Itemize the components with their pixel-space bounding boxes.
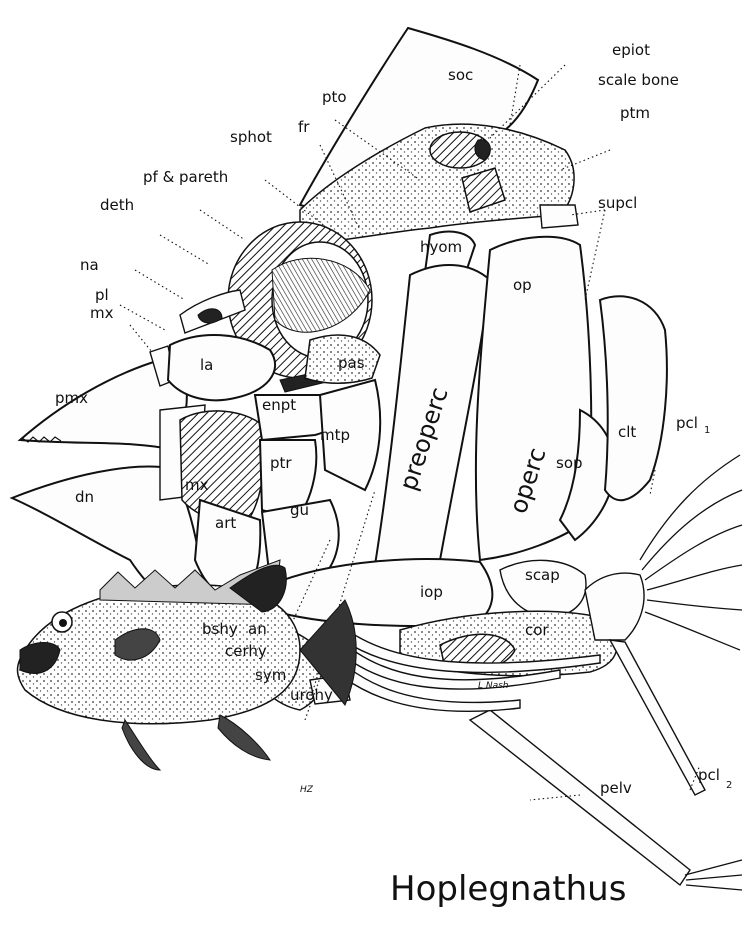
label-pas: pas: [338, 354, 365, 372]
label-hyom: hyom: [420, 238, 462, 256]
label-scale-bone: scale bone: [598, 71, 679, 89]
label-pmx: pmx: [55, 389, 88, 407]
pelv-rod: [470, 710, 690, 885]
label-cor: cor: [525, 621, 549, 639]
inset-signature: HZ: [300, 785, 314, 795]
label-pto: pto: [322, 88, 347, 106]
label-art: art: [215, 514, 236, 532]
label-pcl1-sub: 1: [704, 425, 710, 436]
label-soc: soc: [448, 66, 473, 84]
label-sop: sop: [556, 454, 583, 472]
label-mtp: mtp: [320, 426, 350, 444]
pcl2-rod: [610, 640, 705, 795]
label-clt: clt: [618, 423, 636, 441]
label-supcl: supcl: [598, 194, 637, 212]
label-fr: fr: [298, 118, 310, 136]
label-enpt: enpt: [262, 396, 296, 414]
la-bone: [168, 335, 275, 400]
pelvic-fin-rays: [685, 860, 742, 890]
fish-pelvic-fin: [122, 720, 160, 770]
label-scap: scap: [525, 566, 560, 584]
label-mx-lower: mx: [185, 476, 209, 494]
label-na: na: [80, 256, 99, 274]
label-la: la: [200, 356, 213, 374]
label-iop: iop: [420, 583, 443, 601]
supcl-bone: [540, 205, 578, 228]
pcl-bone: [585, 573, 644, 640]
label-urohy: urohy: [290, 686, 333, 704]
label-an: an: [248, 620, 267, 638]
clt-bone: [600, 296, 667, 500]
label-sphot: sphot: [230, 128, 272, 146]
figure-title: Hoplegnathus: [390, 869, 626, 909]
label-pcl2: pcl: [698, 766, 720, 784]
label-ptm: ptm: [620, 104, 650, 122]
label-cerhy: cerhy: [225, 642, 267, 660]
fish-pupil: [59, 619, 67, 627]
label-pelv: pelv: [600, 779, 632, 797]
skull-drawing: [12, 28, 742, 890]
label-epiot: epiot: [612, 41, 650, 59]
label-pcl1: pcl: [676, 414, 698, 432]
pectoral-fin-rays: [640, 455, 742, 650]
label-dn: dn: [75, 488, 94, 506]
label-pcl2-sub: 2: [726, 780, 732, 791]
artist-signature: L Nash: [478, 681, 509, 691]
label-gu: gu: [290, 501, 309, 519]
label-mx-upper: mx: [90, 304, 114, 322]
label-pl: pl: [95, 286, 109, 304]
fish-anal-fin: [218, 715, 270, 760]
label-pf-pareth: pf & pareth: [143, 168, 228, 186]
label-op: op: [513, 276, 532, 294]
label-deth: deth: [100, 196, 134, 214]
label-bshy: bshy: [202, 620, 238, 638]
label-ptr: ptr: [270, 454, 292, 472]
label-sym: sym: [255, 666, 286, 684]
